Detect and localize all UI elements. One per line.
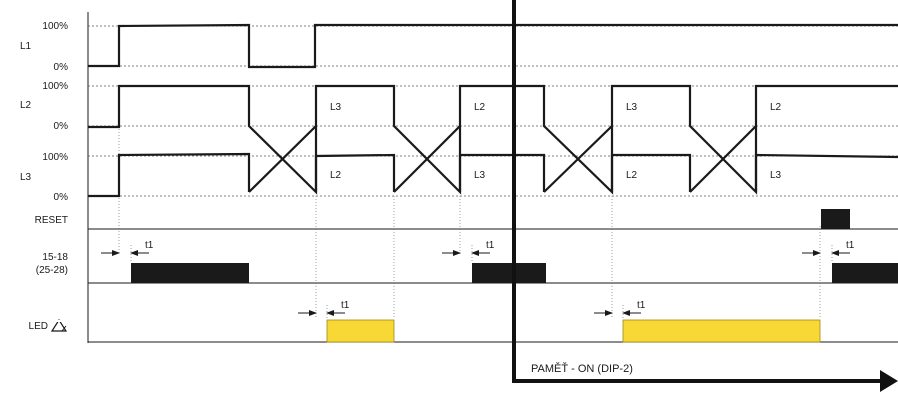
led-label: LED: [29, 321, 48, 332]
l1-high-label: 100%: [42, 21, 68, 32]
t1-delay-marker: t1: [298, 300, 350, 320]
l3-high-label: 100%: [42, 152, 68, 163]
reset-label: RESET: [35, 215, 68, 226]
memory-label: PAMĚŤ - ON (DIP-2): [531, 362, 633, 375]
l2-low-label: 0%: [54, 121, 69, 132]
l2-high-label: 100%: [42, 81, 68, 92]
l2-row-phase-4: L2: [770, 102, 782, 113]
t1-delay-marker: t1: [802, 240, 855, 263]
l1-low-label: 0%: [54, 62, 69, 73]
timing-guides: [118, 126, 821, 318]
l2-crossing-segments: [248, 125, 757, 193]
l3-row-phase-2: L3: [474, 170, 486, 181]
memory-arrow-head: [880, 370, 898, 392]
t1-delay-marker: t1: [594, 300, 646, 320]
led-active-block: [622, 319, 821, 343]
l2-row-phase-1: L3: [330, 102, 342, 113]
l2-row-phase-3: L3: [626, 102, 638, 113]
t1-label: t1: [341, 300, 350, 311]
l2-label: L2: [20, 100, 32, 111]
l3-row-phase-1: L2: [330, 170, 342, 181]
t1-label: t1: [637, 300, 646, 311]
reset-pulse: [821, 209, 850, 229]
led-active-block: [326, 319, 395, 343]
l3-label: L3: [20, 172, 32, 183]
t1-label: t1: [145, 240, 154, 251]
relay-label-line2: (25-28): [36, 265, 68, 276]
l2-row-phase-2: L2: [474, 102, 486, 113]
l3-row-phase-4: L3: [770, 170, 782, 181]
t1-delay-marker: t1: [442, 240, 495, 263]
l3-low-label: 0%: [54, 192, 69, 203]
t1-delay-marker: t1: [101, 240, 154, 263]
recycle-triangle-icon: [50, 318, 68, 332]
l3-waveform: [88, 152, 898, 198]
t1-label: t1: [486, 240, 495, 251]
t1-label: t1: [846, 240, 855, 251]
l1-label: L1: [20, 41, 32, 52]
relay-active-block: [131, 263, 249, 283]
relay-active-block: [472, 263, 546, 283]
l1-waveform: [88, 23, 898, 69]
l3-row-phase-3: L2: [626, 170, 638, 181]
relay-label-line1: 15-18: [42, 252, 68, 263]
relay-active-block: [832, 263, 898, 283]
l2-waveform: [88, 84, 898, 195]
